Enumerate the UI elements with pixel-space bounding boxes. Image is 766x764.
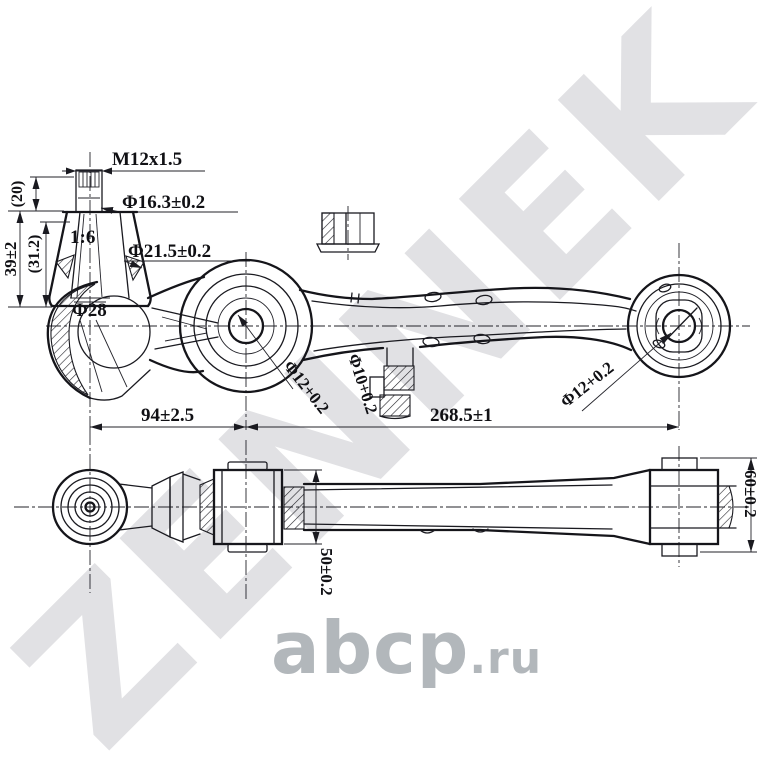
len31-label: (31.2) [26, 235, 43, 274]
bottom-view: 50±0.2 60±0.2 [14, 430, 760, 601]
front-view: M12x1.5 Φ16.3±0.2 [1, 149, 750, 431]
bushing-block [212, 461, 305, 553]
balljoint-end-view [51, 468, 153, 546]
dim-thread: M12x1.5 [62, 149, 205, 175]
flange-nut [315, 206, 381, 260]
dia12-center-label: Φ12+0.2 [280, 357, 333, 418]
center-bushing [178, 258, 314, 394]
span94-label: 94±2.5 [141, 405, 194, 426]
abcp-logo: abcp.ru [271, 612, 542, 684]
arm-body [298, 283, 672, 362]
taper-label: 1:6 [70, 227, 95, 248]
mount-stub [369, 347, 415, 420]
dim-50: 50±0.2 [284, 469, 336, 596]
ball-stud [75, 169, 103, 213]
dia12-right-label: Φ12+0.2 [557, 358, 618, 411]
boot-collar [151, 471, 215, 543]
dim-dia163: Φ16.3±0.2 [100, 192, 238, 214]
dia-callouts: Φ12+0.2 Φ10+0.2 Φ12+0.2 [237, 314, 672, 418]
dia28-label: Φ28 [72, 300, 107, 321]
len20-label: (20) [9, 181, 26, 208]
h60-label: 60±0.2 [741, 470, 760, 518]
len39-label: 39±2 [1, 242, 20, 277]
dim-dia215: Φ21.5±0.2 [123, 241, 250, 269]
dia163-label: Φ16.3±0.2 [122, 192, 205, 213]
thread-label: M12x1.5 [112, 149, 182, 170]
dia215-label: Φ21.5±0.2 [128, 241, 211, 262]
span268-label: 268.5±1 [430, 405, 493, 426]
dim-span: 94±2.5 268.5±1 [90, 405, 679, 431]
abcp-logo-main: abcp [271, 606, 470, 690]
dim-60: 60±0.2 [700, 457, 760, 553]
dim-left-stack: (20) 39±2 (31.2) [1, 176, 74, 308]
ball-socket: Φ28 [46, 280, 151, 401]
h50-label: 50±0.2 [317, 548, 336, 596]
arm-shaft [302, 468, 652, 546]
rear-bushing-end [648, 457, 737, 557]
dia10-label: Φ10+0.2 [344, 351, 381, 416]
abcp-logo-suffix: .ru [469, 633, 543, 684]
